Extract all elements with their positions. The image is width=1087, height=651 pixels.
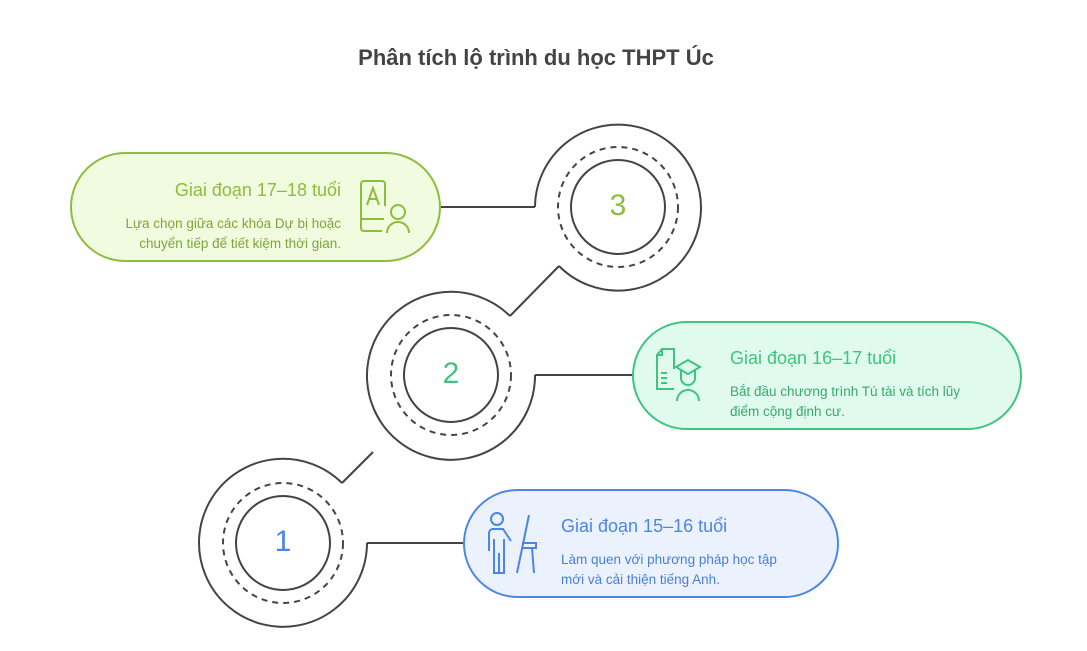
stage-2-inner-ring	[403, 327, 499, 423]
stage-2-title: Giai đoạn 16–17 tuổi	[730, 348, 897, 368]
stage-1-title: Giai đoạn 15–16 tuổi	[561, 516, 728, 536]
graduate-document-icon	[656, 348, 702, 402]
connector-3-2	[509, 265, 560, 317]
stage-3-description-line-2: chuyển tiếp để tiết kiệm thời gian.	[139, 236, 341, 251]
stage-2-outer-ring	[366, 290, 537, 461]
stage-1-description: Làm quen với phương pháp học tập mới và …	[561, 550, 777, 590]
stage-1-description-line-2: mới và cải thiện tiếng Anh.	[561, 572, 720, 587]
stage-3-number: 3	[609, 189, 627, 222]
stage-2-description-line-2: điểm cộng định cư.	[730, 404, 845, 419]
stage-3-description: Lựa chọn giữa các khóa Dự bị hoặc chuyển…	[126, 214, 342, 254]
stage-1-card: Giai đoạn 15–16 tuổi Làm quen với phương…	[463, 489, 839, 598]
language-learner-icon	[360, 180, 410, 234]
stage-2-description: Bắt đầu chương trình Tú tài và tích lũy …	[730, 382, 960, 422]
stage-3-description-line-1: Lựa chọn giữa các khóa Dự bị hoặc	[125, 216, 342, 231]
teacher-icon	[488, 512, 537, 574]
stage-3-card: Giai đoạn 17–18 tuổi Lựa chọn giữa các k…	[70, 152, 441, 262]
stage-2-card: Giai đoạn 16–17 tuổi Bắt đầu chương trìn…	[632, 321, 1022, 430]
stage-2-number: 2	[442, 357, 460, 390]
stage-2-dashed-ring	[390, 314, 512, 436]
connector-2-1	[341, 451, 374, 484]
stage-3-inner-ring	[570, 159, 666, 255]
stage-3-dashed-ring	[557, 146, 679, 268]
stage-1-outer-ring	[198, 457, 368, 628]
stage-1-description-line-1: Làm quen với phương pháp học tập	[561, 552, 777, 567]
stage-2-description-line-1: Bắt đầu chương trình Tú tài và tích lũy	[730, 384, 961, 399]
diagram-title: Phân tích lộ trình du học THPT Úc	[358, 45, 714, 70]
stage-1-inner-ring	[235, 495, 331, 591]
stage-3-outer-ring	[534, 123, 702, 292]
stage-3-title: Giai đoạn 17–18 tuổi	[174, 180, 341, 200]
stage-1-dashed-ring	[222, 482, 344, 604]
stage-1-number: 1	[274, 525, 292, 558]
